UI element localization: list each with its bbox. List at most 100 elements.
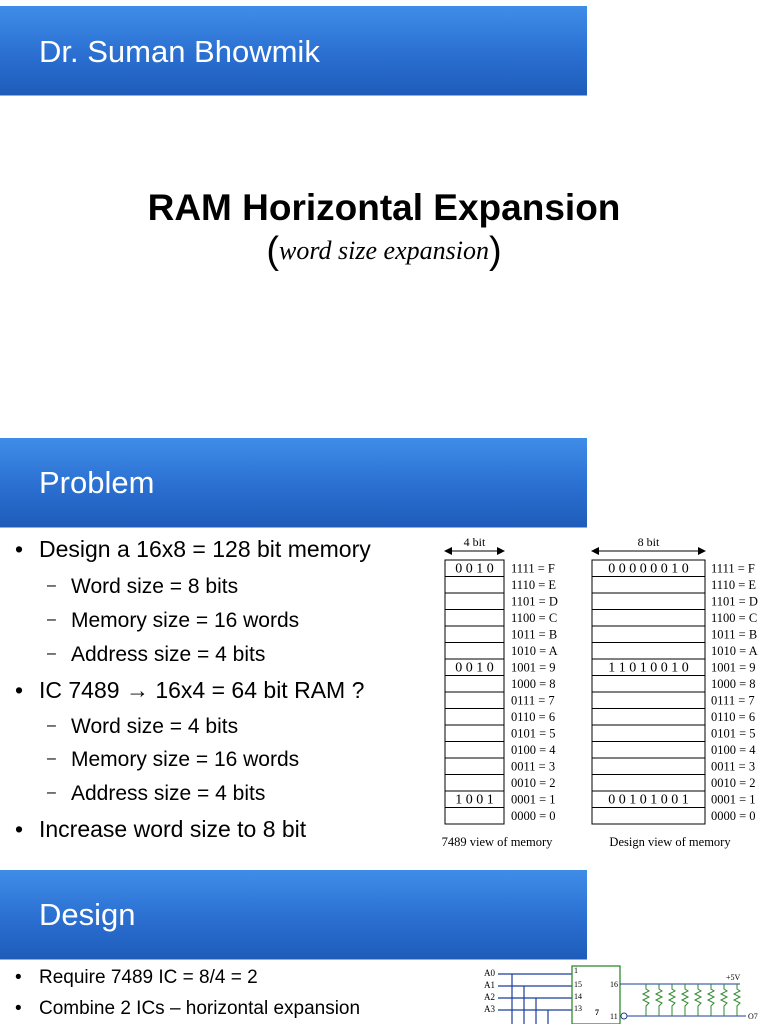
memory-cell [591,691,706,709]
address-label: 1000 = 8 [711,677,756,691]
bullet-item: •Increase word size to 8 bit [15,816,307,842]
sub-bullet-item: –Word size = 4 bits [47,715,239,738]
address-label: 1110 = E [711,578,756,592]
resistor-icon [641,984,651,1016]
memory-caption: Design view of memory [609,835,731,849]
sub-bullet-item: –Memory size = 16 words [47,609,300,632]
address-label: 1001 = 9 [711,661,756,675]
cell-value: 0 0 1 0 [455,562,494,577]
memory-caption: 7489 view of memory [442,835,553,849]
memory-cell [591,675,706,693]
address-label: 0010 = 2 [511,776,556,790]
pin-11-label: 11 [610,1012,618,1021]
address-label: 1010 = A [711,644,758,658]
bullet-item: •Design a 16x8 = 128 bit memory [15,536,371,562]
address-label: 0001 = 1 [511,793,556,807]
slide-title: RAM Horizontal Expansion [147,187,621,228]
address-label: 1100 = C [511,611,557,625]
memory-cell [444,724,505,742]
sub-bullet-item: –Address size = 4 bits [47,782,266,805]
memory-cell [444,757,505,775]
bullet-item: •Combine 2 ICs – horizontal expansion [15,998,361,1019]
cell-value: 0 0 0 0 0 0 1 0 [608,562,689,577]
subtitle-text: word size expansion [279,236,489,265]
memory-cell [444,642,505,660]
address-label: 0011 = 3 [711,760,755,774]
address-label: 0011 = 3 [511,760,555,774]
header-band: Dr. Suman Bhowmik [0,6,587,96]
output-label: O7 [748,1012,758,1021]
width-label: 4 bit [464,535,486,549]
memory-cell [591,807,706,825]
address-label: 0010 = 2 [711,776,756,790]
resistor-icon [732,984,742,1016]
slide-subtitle: (word size expansion) [0,230,768,273]
open-paren: ( [266,230,280,272]
memory-cell [444,774,505,792]
output-inverter-bubble [620,1012,628,1020]
memory-cell [591,609,706,627]
memory-cell [591,724,706,742]
address-label: 0101 = 5 [711,727,756,741]
circuit-diagram: A0 A1 A2 A3 1 15 14 13 16 7 11 +5V O7 [484,965,758,1024]
cell-value: 0 0 1 0 1 0 0 1 [608,793,689,808]
cell-value: 1 1 0 1 0 0 1 0 [608,661,689,676]
ic-7489-box [571,965,621,1024]
pin-number: 15 [574,980,582,989]
resistor-icon [706,984,716,1016]
address-label: 0101 = 5 [511,727,556,741]
address-label: 1001 = 9 [511,661,556,675]
address-label: 0111 = 7 [511,694,555,708]
memory-cell [444,741,505,759]
memory-cell [444,807,505,825]
resistor-icon [654,984,664,1016]
bullet-item: •Require 7489 IC = 8/4 = 2 [15,967,258,988]
memory-cell [591,642,706,660]
design-band: Design [0,870,587,960]
sub-bullet-item: –Word size = 8 bits [47,575,239,598]
address-label: 0100 = 4 [711,743,756,757]
pin-16-label: 16 [610,980,618,989]
address-label: 0110 = 6 [711,710,755,724]
address-label: 0001 = 1 [711,793,756,807]
pin-number: 14 [574,992,582,1001]
address-label-a0: A0 [484,968,495,978]
address-label: 1110 = E [511,578,556,592]
memory-cell [444,625,505,643]
address-label: 1101 = D [711,595,758,609]
memory-cell [591,774,706,792]
memory-cell [591,592,706,610]
pin-number: 13 [574,1004,582,1013]
problem-band: Problem [0,438,587,528]
address-label: 0110 = 6 [511,710,555,724]
memory-cell [591,576,706,594]
memory-cell [591,708,706,726]
address-label-a3: A3 [484,1004,495,1014]
sub-bullet-item: –Address size = 4 bits [47,643,266,666]
address-label: 1011 = B [711,628,757,642]
address-label: 1010 = A [511,644,558,658]
pin-number: 1 [574,966,578,975]
memory-cell [444,691,505,709]
bullet-item: •IC 7489 → 16x4 = 64 bit RAM ? [15,677,365,703]
address-label: 1011 = B [511,628,557,642]
resistor-icon [667,984,677,1016]
resistor-icon [680,984,690,1016]
sub-bullet-item: –Memory size = 16 words [47,748,300,771]
address-label: 1101 = D [511,595,558,609]
problem-heading: Problem [39,465,155,500]
width-label: 8 bit [638,535,660,549]
pullup-resistors [641,984,742,1016]
resistor-icon [719,984,729,1016]
address-label: 0100 = 4 [511,743,556,757]
address-label: 0000 = 0 [511,809,556,823]
memory-cell [591,625,706,643]
address-label: 0111 = 7 [711,694,755,708]
resistor-icon [693,984,703,1016]
memory-cell [444,609,505,627]
right-memory-view: 8 bit 0 0 0 0 0 0 1 0 1 1 0 1 0 0 1 0 0 0 1… [591,535,758,849]
supply-label: +5V [726,973,741,982]
pin-7-label: 7 [595,1008,599,1017]
